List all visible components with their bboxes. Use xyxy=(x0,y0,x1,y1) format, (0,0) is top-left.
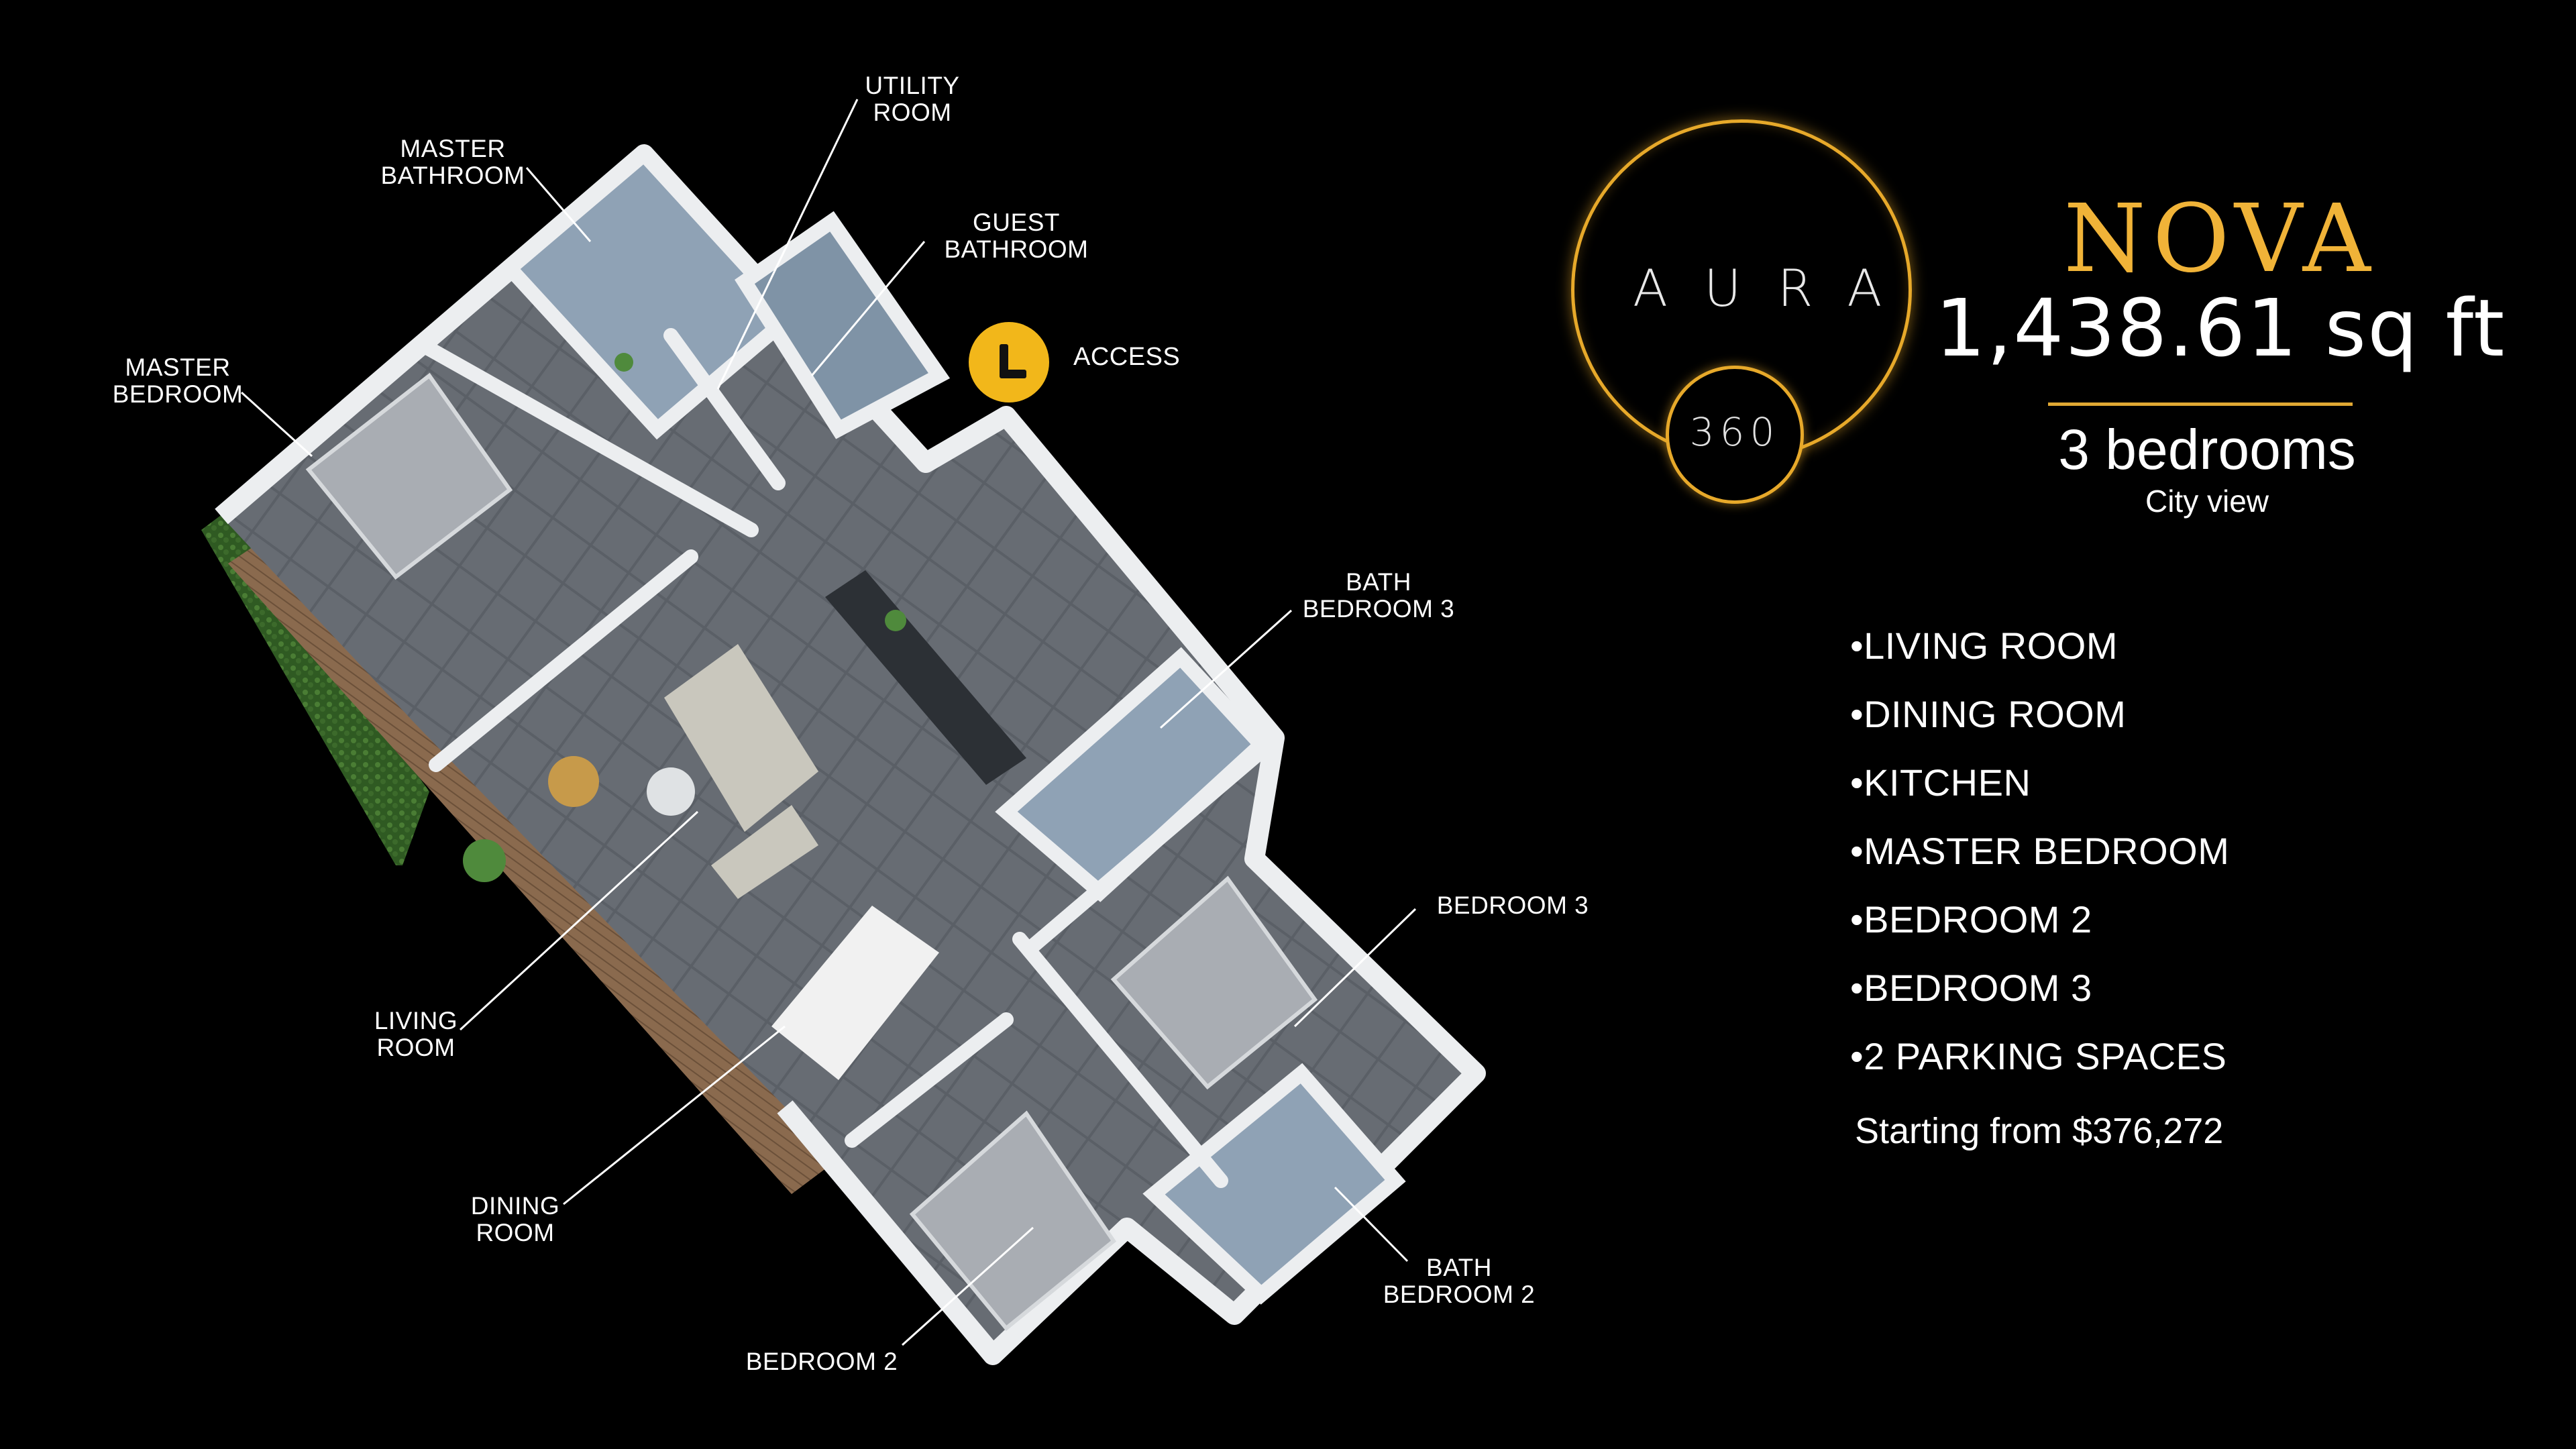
feature-item: •2 PARKING SPACES xyxy=(1850,1035,2227,1077)
plants xyxy=(463,353,906,882)
dining-table xyxy=(771,906,939,1080)
feature-item: •LIVING ROOM xyxy=(1850,625,2118,667)
divider-line xyxy=(2048,402,2353,406)
apartment-floor xyxy=(221,154,1476,1355)
label-leader-lines xyxy=(240,99,1417,1346)
feature-list: •LIVING ROOM •DINING ROOM •KITCHEN •MAST… xyxy=(1850,612,2229,1091)
feature-item: •BEDROOM 3 xyxy=(1850,967,2092,1009)
brand-logo-number-ring xyxy=(1666,366,1804,504)
brand-logo-number: 360 xyxy=(1689,409,1780,455)
beds xyxy=(305,372,1318,1332)
feature-item: •DINING ROOM xyxy=(1850,693,2127,735)
interior-walls xyxy=(422,328,1269,1188)
unit-view: City view xyxy=(2145,484,2269,519)
unit-area: 1,438.61 sq ft xyxy=(1935,282,2506,374)
label-bedroom-2: BEDROOM 2 xyxy=(745,1348,898,1375)
floor-plan-drawing xyxy=(201,144,1486,1365)
bedroom-count: 3 bedrooms xyxy=(2058,418,2356,481)
garden-strip xyxy=(201,510,429,865)
starting-price: Starting from $376,272 xyxy=(1855,1111,2224,1151)
feature-item: •KITCHEN xyxy=(1850,761,2031,804)
access-label: ACCESS xyxy=(1073,343,1181,371)
kitchen-island xyxy=(825,570,1026,785)
access-letter-l-icon xyxy=(969,322,1049,402)
model-name: NOVA xyxy=(2063,184,2377,294)
feature-item: •MASTER BEDROOM xyxy=(1850,830,2230,872)
living-furniture xyxy=(548,644,818,899)
feature-item: •BEDROOM 2 xyxy=(1850,898,2092,941)
bath-bedroom-2-area xyxy=(1142,1063,1406,1305)
guest-bathroom-area xyxy=(735,211,951,439)
label-bedroom-3: BEDROOM 3 xyxy=(1436,892,1589,919)
brand-logo-word: AURA xyxy=(1633,258,1919,318)
